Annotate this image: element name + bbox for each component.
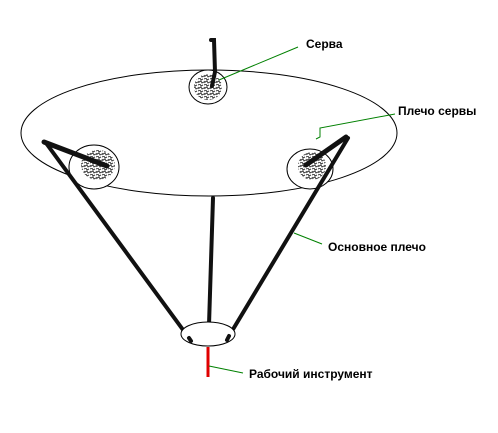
servo-right	[286, 148, 334, 190]
servo-arm-left	[41, 139, 110, 169]
main-arm-right	[227, 136, 350, 338]
leader-servo	[218, 46, 299, 81]
leader-servo-arm	[315, 113, 396, 140]
servo-arm-right	[303, 134, 349, 168]
leader-main-arm	[293, 232, 323, 245]
label-servo: Серва	[306, 37, 343, 51]
label-working-tool: Рабочий инструмент	[249, 367, 373, 381]
label-servo-arm: Плечо сервы	[398, 104, 477, 118]
servo-arm-top	[209, 38, 218, 88]
label-main-arm: Основное плечо	[328, 240, 426, 254]
servo-top	[188, 69, 228, 105]
main-arm-center	[207, 196, 215, 327]
leader-tool	[208, 365, 244, 374]
effector-platform	[180, 321, 236, 347]
main-arm-left	[44, 141, 191, 340]
